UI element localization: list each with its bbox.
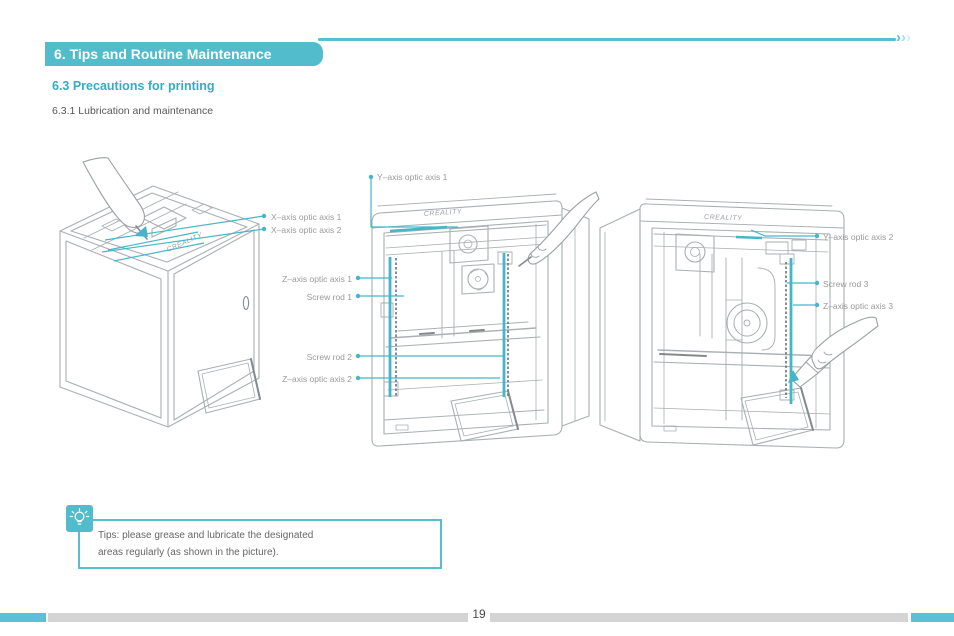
header-rule-line [318,38,896,41]
printer-right-illustration: CREALITY [599,198,879,449]
printer-left-illustration: CREALITY [59,157,261,428]
callout-label-x-axis-2: X–axis optic axis 2 [271,225,342,235]
chevron-right-icon: › [901,29,906,46]
callout-label-screw-rod-3: Screw rod 3 [823,279,869,289]
middle-printer-highlighted-rails [388,225,509,397]
footer-bar-teal-right [911,613,954,622]
footer-bar-teal-left [0,613,46,622]
right-printer-highlighted-rail [735,235,799,404]
footer-bar-gray-left [48,613,468,622]
tips-box [78,519,442,569]
printer-middle-illustration: CREALITY [371,191,600,447]
section-title: 6.3 Precautions for printing [52,79,215,93]
callout-label-y-axis-1: Y–axis optic axis 1 [377,172,448,182]
callout-label-screw-rod-1: Screw rod 1 [306,292,352,302]
tips-icon-tile [66,505,93,532]
callout-lines [101,179,817,379]
callout-label-x-axis-1: X–axis optic axis 1 [271,212,342,222]
callout-label-z-axis-2: Z–axis optic axis 2 [282,374,352,384]
callout-label-z-axis-1: Z–axis optic axis 1 [282,274,352,284]
tips-text: Tips: please grease and lubricate the de… [98,527,313,561]
lightbulb-icon [69,508,90,525]
chevron-right-icon: › [906,29,911,46]
chevron-right-icon: › [896,29,901,46]
callout-label-screw-rod-2: Screw rod 2 [306,352,352,362]
tips-line-1: Tips: please grease and lubricate the de… [98,530,314,541]
tips-line-2: areas regularly (as shown in the picture… [98,547,279,558]
callout-label-y-axis-2: Y–axis optic axis 2 [823,232,894,242]
chevron-right-icon: ››› [896,29,911,46]
grease-tip-mark [788,370,799,383]
chapter-title-banner: 6. Tips and Routine Maintenance [45,42,323,66]
subsection-title: 6.3.1 Lubrication and maintenance [52,105,214,117]
footer-bar-gray-right [490,613,908,622]
page-number: 19 [472,607,486,621]
brand-logo: CREALITY [424,208,463,218]
callout-label-z-axis-3: Z–axis optic axis 3 [823,301,893,311]
callout-dots [261,174,820,381]
brand-logo: CREALITY [704,214,743,222]
